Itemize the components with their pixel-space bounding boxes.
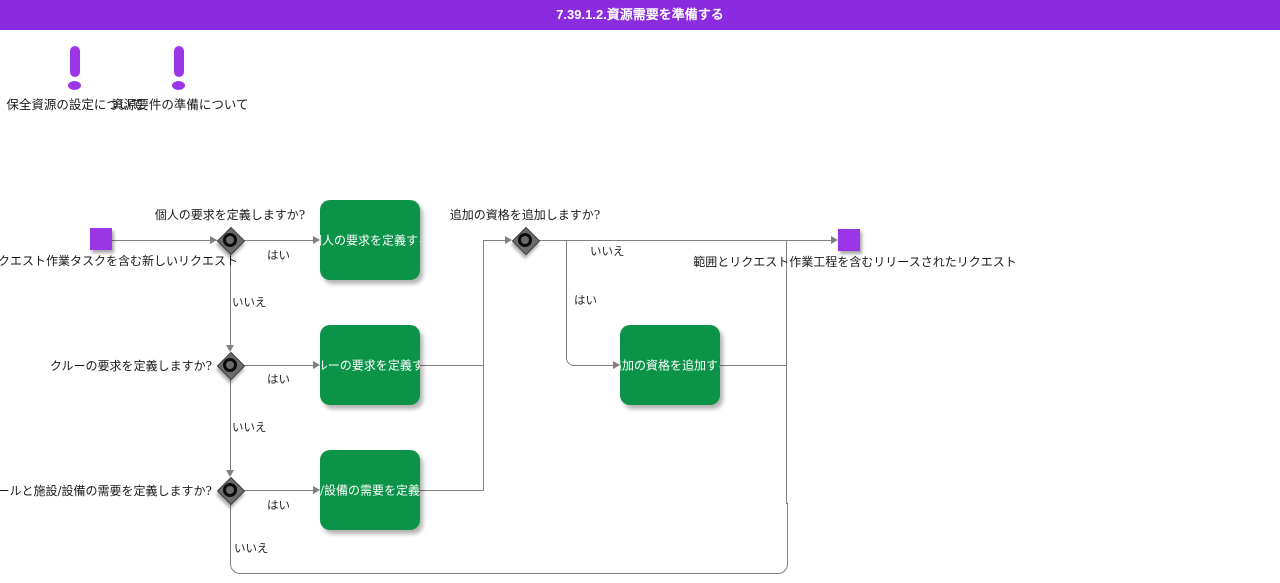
question-label-personal: 個人の要求を定義しますか? bbox=[154, 208, 306, 222]
decision-gateway-qualification bbox=[511, 226, 541, 256]
exclamation-dot-icon bbox=[68, 81, 81, 90]
page-title: 7.39.1.2.資源需要を準備する bbox=[0, 0, 1280, 30]
connector-line bbox=[538, 240, 831, 241]
question-label-crew: クルーの要求を定義しますか? bbox=[49, 359, 212, 373]
arrowhead-icon bbox=[313, 361, 320, 369]
activity-define-facility-demand: 施設/設備の需要を定義する bbox=[320, 450, 420, 530]
activity-label: クルーの要求を定義する bbox=[320, 358, 420, 373]
no-label: いいえ bbox=[234, 541, 269, 555]
note-label-resource-requirements: 資源要件の準備について bbox=[111, 97, 249, 112]
no-label: いいえ bbox=[590, 244, 625, 258]
decision-gateway-crew bbox=[216, 351, 246, 381]
activity-label: 追加の資格を追加する bbox=[620, 358, 720, 373]
question-label-qualification: 追加の資格を追加しますか? bbox=[449, 208, 601, 222]
arrowhead-icon bbox=[226, 470, 234, 477]
connector-line bbox=[420, 490, 483, 491]
connector-line bbox=[243, 490, 313, 491]
exclamation-icon bbox=[174, 46, 184, 77]
activity-label: 施設/設備の需要を定義する bbox=[320, 483, 420, 498]
arrowhead-icon bbox=[313, 486, 320, 494]
arrowhead-icon bbox=[613, 361, 620, 369]
gateway-circle-icon bbox=[518, 233, 532, 247]
connector-line bbox=[230, 253, 231, 346]
no-label: いいえ bbox=[232, 420, 267, 434]
connector-elbow bbox=[566, 240, 613, 366]
connector-line bbox=[420, 365, 483, 366]
connector-line bbox=[230, 378, 231, 471]
decision-gateway-personal bbox=[216, 226, 246, 256]
no-label: いいえ bbox=[232, 295, 267, 309]
activity-label: 個人の要求を定義する bbox=[320, 233, 420, 248]
exclamation-dot-icon bbox=[172, 81, 185, 90]
end-node-label: 範囲とリクエスト作業工程を含むリリースされたリクエスト bbox=[693, 255, 1017, 269]
yes-label: はい bbox=[267, 498, 290, 512]
activity-define-crew-request: クルーの要求を定義する bbox=[320, 325, 420, 405]
yes-label: はい bbox=[574, 293, 597, 307]
connector-loop bbox=[230, 503, 788, 574]
yes-label: はい bbox=[267, 248, 290, 262]
connector-line bbox=[243, 365, 313, 366]
yes-label: はい bbox=[267, 372, 290, 386]
start-node-label: リクエスト作業タスクを含む新しいリクエスト bbox=[0, 254, 239, 268]
arrowhead-icon bbox=[505, 236, 512, 244]
connector-line bbox=[243, 240, 313, 241]
end-node bbox=[838, 229, 860, 251]
gateway-circle-icon bbox=[223, 233, 237, 247]
gateway-circle-icon bbox=[223, 483, 237, 497]
connector-line bbox=[112, 240, 217, 241]
connector-line bbox=[483, 240, 506, 241]
connector-line bbox=[720, 365, 786, 366]
arrowhead-icon bbox=[313, 236, 320, 244]
connector-line bbox=[786, 241, 787, 504]
arrowhead-icon bbox=[210, 236, 217, 244]
connector-line bbox=[483, 240, 484, 491]
activity-define-personal-request: 個人の要求を定義する bbox=[320, 200, 420, 280]
gateway-circle-icon bbox=[223, 358, 237, 372]
decision-gateway-tools-facilities bbox=[216, 476, 246, 506]
arrowhead-icon bbox=[226, 345, 234, 352]
start-node bbox=[90, 228, 112, 250]
question-label-tools-facilities: ツールと施設/設備の需要を定義しますか? bbox=[0, 484, 212, 498]
arrowhead-icon bbox=[831, 236, 838, 244]
exclamation-icon bbox=[70, 46, 80, 77]
activity-add-qualification: 追加の資格を追加する bbox=[620, 325, 720, 405]
note-label-maintenance-resources: 保全資源の設定について bbox=[6, 97, 144, 112]
